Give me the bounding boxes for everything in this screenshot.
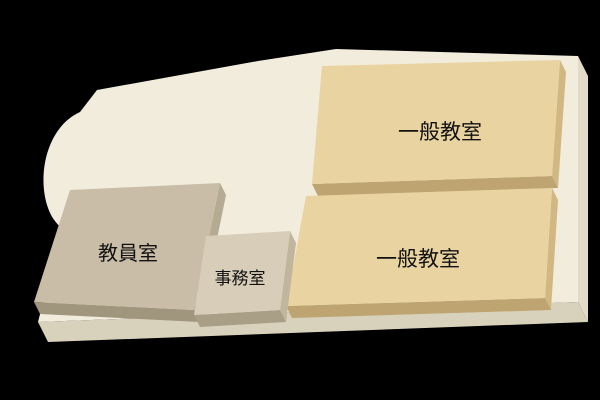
room-top-face	[194, 231, 290, 315]
room-label-general-classroom-1: 一般教室	[398, 120, 482, 144]
room-top-face	[286, 188, 552, 306]
room-general-classroom-2[interactable]: 一般教室	[286, 188, 558, 318]
room-front-face	[312, 176, 558, 196]
room-office[interactable]: 事務室	[194, 231, 296, 327]
room-top-face	[312, 60, 560, 184]
room-right-face	[545, 188, 558, 310]
room-label-teachers-room: 教員室	[98, 241, 158, 265]
room-front-face	[286, 298, 551, 318]
floor-right-face	[578, 56, 588, 322]
room-front-face	[34, 302, 200, 322]
room-front-face	[194, 310, 286, 327]
room-label-office: 事務室	[215, 269, 266, 289]
room-top-face	[34, 183, 220, 310]
room-label-general-classroom-2: 一般教室	[376, 247, 460, 271]
room-right-face	[552, 60, 566, 188]
room-right-face	[280, 231, 296, 322]
room-general-classroom-1[interactable]: 一般教室	[312, 60, 566, 196]
